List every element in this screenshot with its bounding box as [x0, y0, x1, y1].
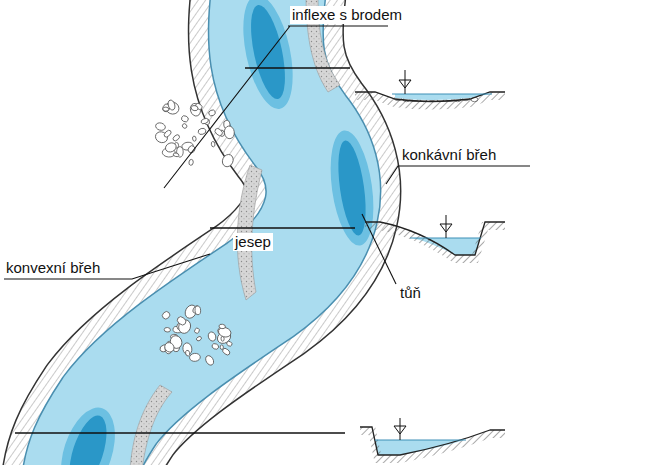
- gravel-riffles: [154, 96, 478, 366]
- pools: [51, 0, 380, 465]
- river-channel: [78, 0, 323, 465]
- callout-label: konkávní břeh: [400, 146, 498, 164]
- section-cut-lines: [15, 68, 355, 433]
- callout-label: konvexní břeh: [4, 259, 102, 277]
- callout-label: jesep: [233, 233, 273, 251]
- callout-label: tůň: [398, 284, 423, 302]
- cross-sections: [355, 70, 505, 459]
- leader-lines: [4, 26, 530, 284]
- callout-label: inflexe s brodem: [290, 6, 404, 24]
- point-bars: [130, 0, 340, 465]
